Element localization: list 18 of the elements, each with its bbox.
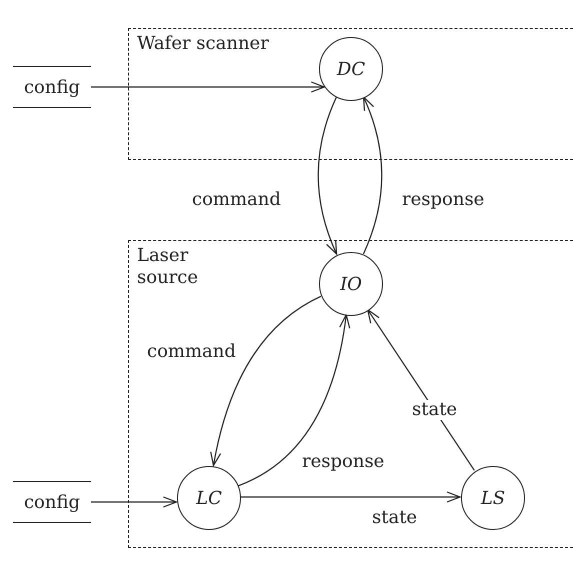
arrow xyxy=(91,81,325,93)
data-store: config xyxy=(13,66,91,108)
process-circle: LC xyxy=(177,466,241,530)
process-circle: DC xyxy=(319,37,383,101)
arrow xyxy=(240,491,461,503)
dashed-boundary xyxy=(128,28,573,160)
arrow xyxy=(91,496,177,508)
region-label: Wafer scanner xyxy=(137,33,269,55)
edge-label: state xyxy=(410,400,460,420)
arrow xyxy=(318,96,338,255)
region-label: Laser source xyxy=(137,245,200,289)
arrow xyxy=(362,96,382,254)
process-circle: IO xyxy=(319,252,383,316)
process-circle: LS xyxy=(461,466,525,530)
data-store: config xyxy=(13,481,91,523)
arrow xyxy=(210,296,322,466)
arrow xyxy=(238,314,350,486)
arrow xyxy=(367,309,475,471)
